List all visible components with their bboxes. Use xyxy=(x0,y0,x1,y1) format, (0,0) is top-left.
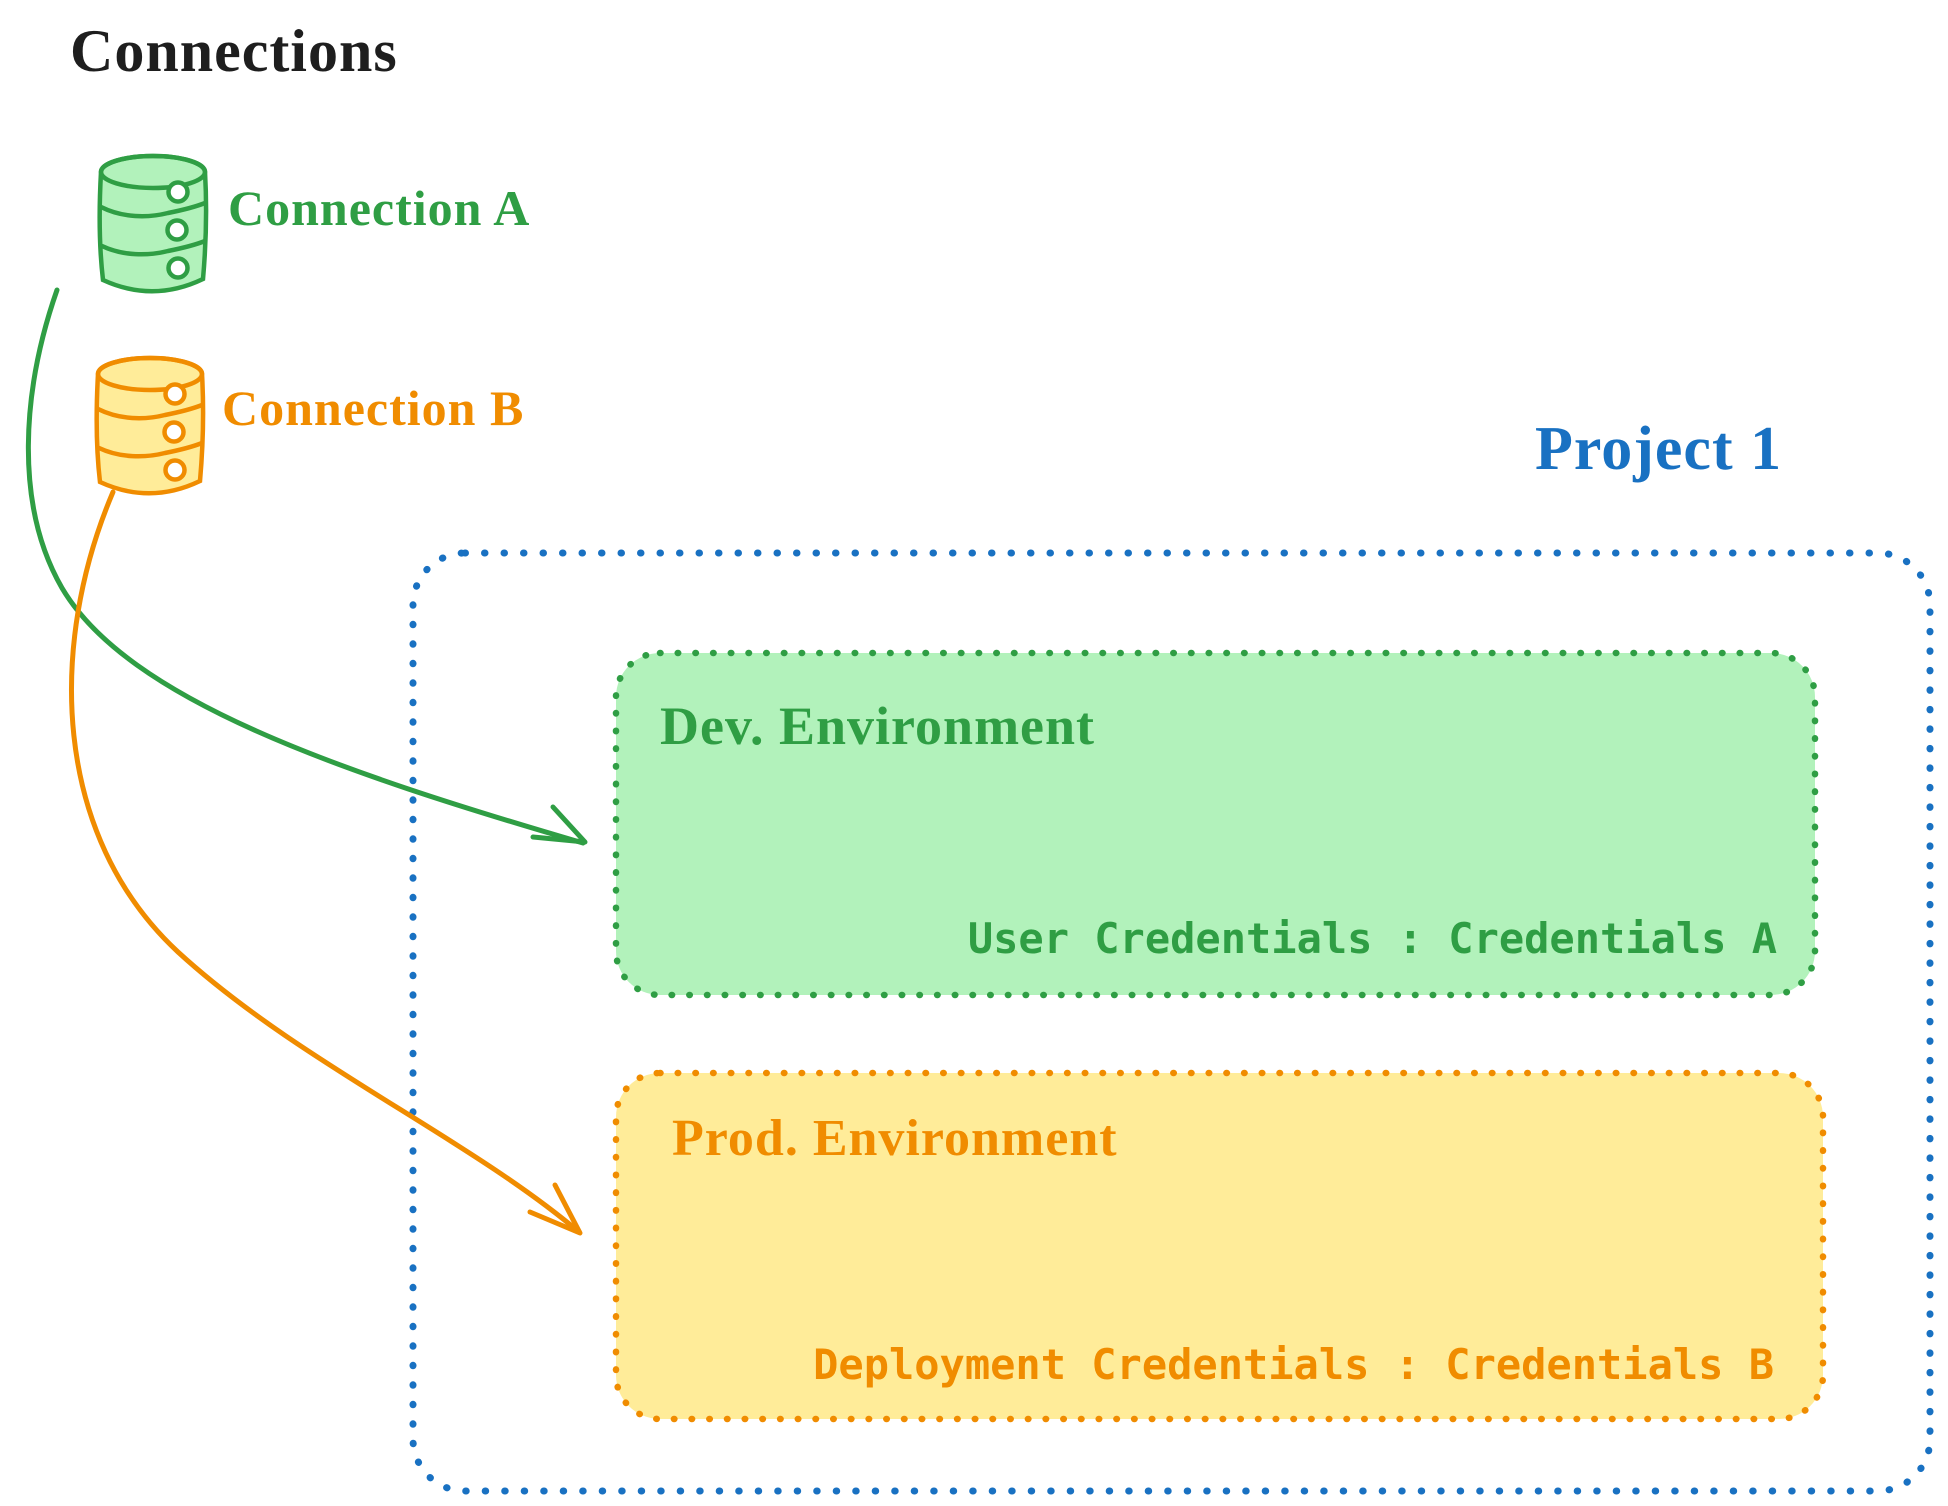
prod-environment-title: Prod. Environment xyxy=(672,1110,1118,1167)
project-box xyxy=(409,549,1934,1495)
database-icon-connection-b xyxy=(94,355,206,496)
connections-title: Connections xyxy=(70,18,398,84)
prod-credentials-text: Deployment Credentials : Credentials B xyxy=(813,1340,1774,1389)
project-title: Project 1 xyxy=(1535,415,1783,483)
arrow-connection-b-line xyxy=(69,489,582,1235)
database-icon-connection-a xyxy=(97,153,209,294)
arrow-connection-b-to-prod xyxy=(69,489,583,1236)
dev-environment-title: Dev. Environment xyxy=(660,696,1096,756)
connection-b-label: Connection B xyxy=(222,380,525,436)
arrow-connection-b-head xyxy=(527,1182,583,1236)
prod-environment-box xyxy=(612,1069,1827,1423)
dev-environment-box xyxy=(612,649,1819,999)
connection-a-label: Connection A xyxy=(228,180,531,236)
arrow-connection-a-line xyxy=(25,287,586,846)
dev-credentials-text: User Credentials : Credentials A xyxy=(967,914,1777,963)
arrow-connection-a-to-dev xyxy=(25,287,588,846)
arrow-connection-a-head xyxy=(530,804,588,845)
